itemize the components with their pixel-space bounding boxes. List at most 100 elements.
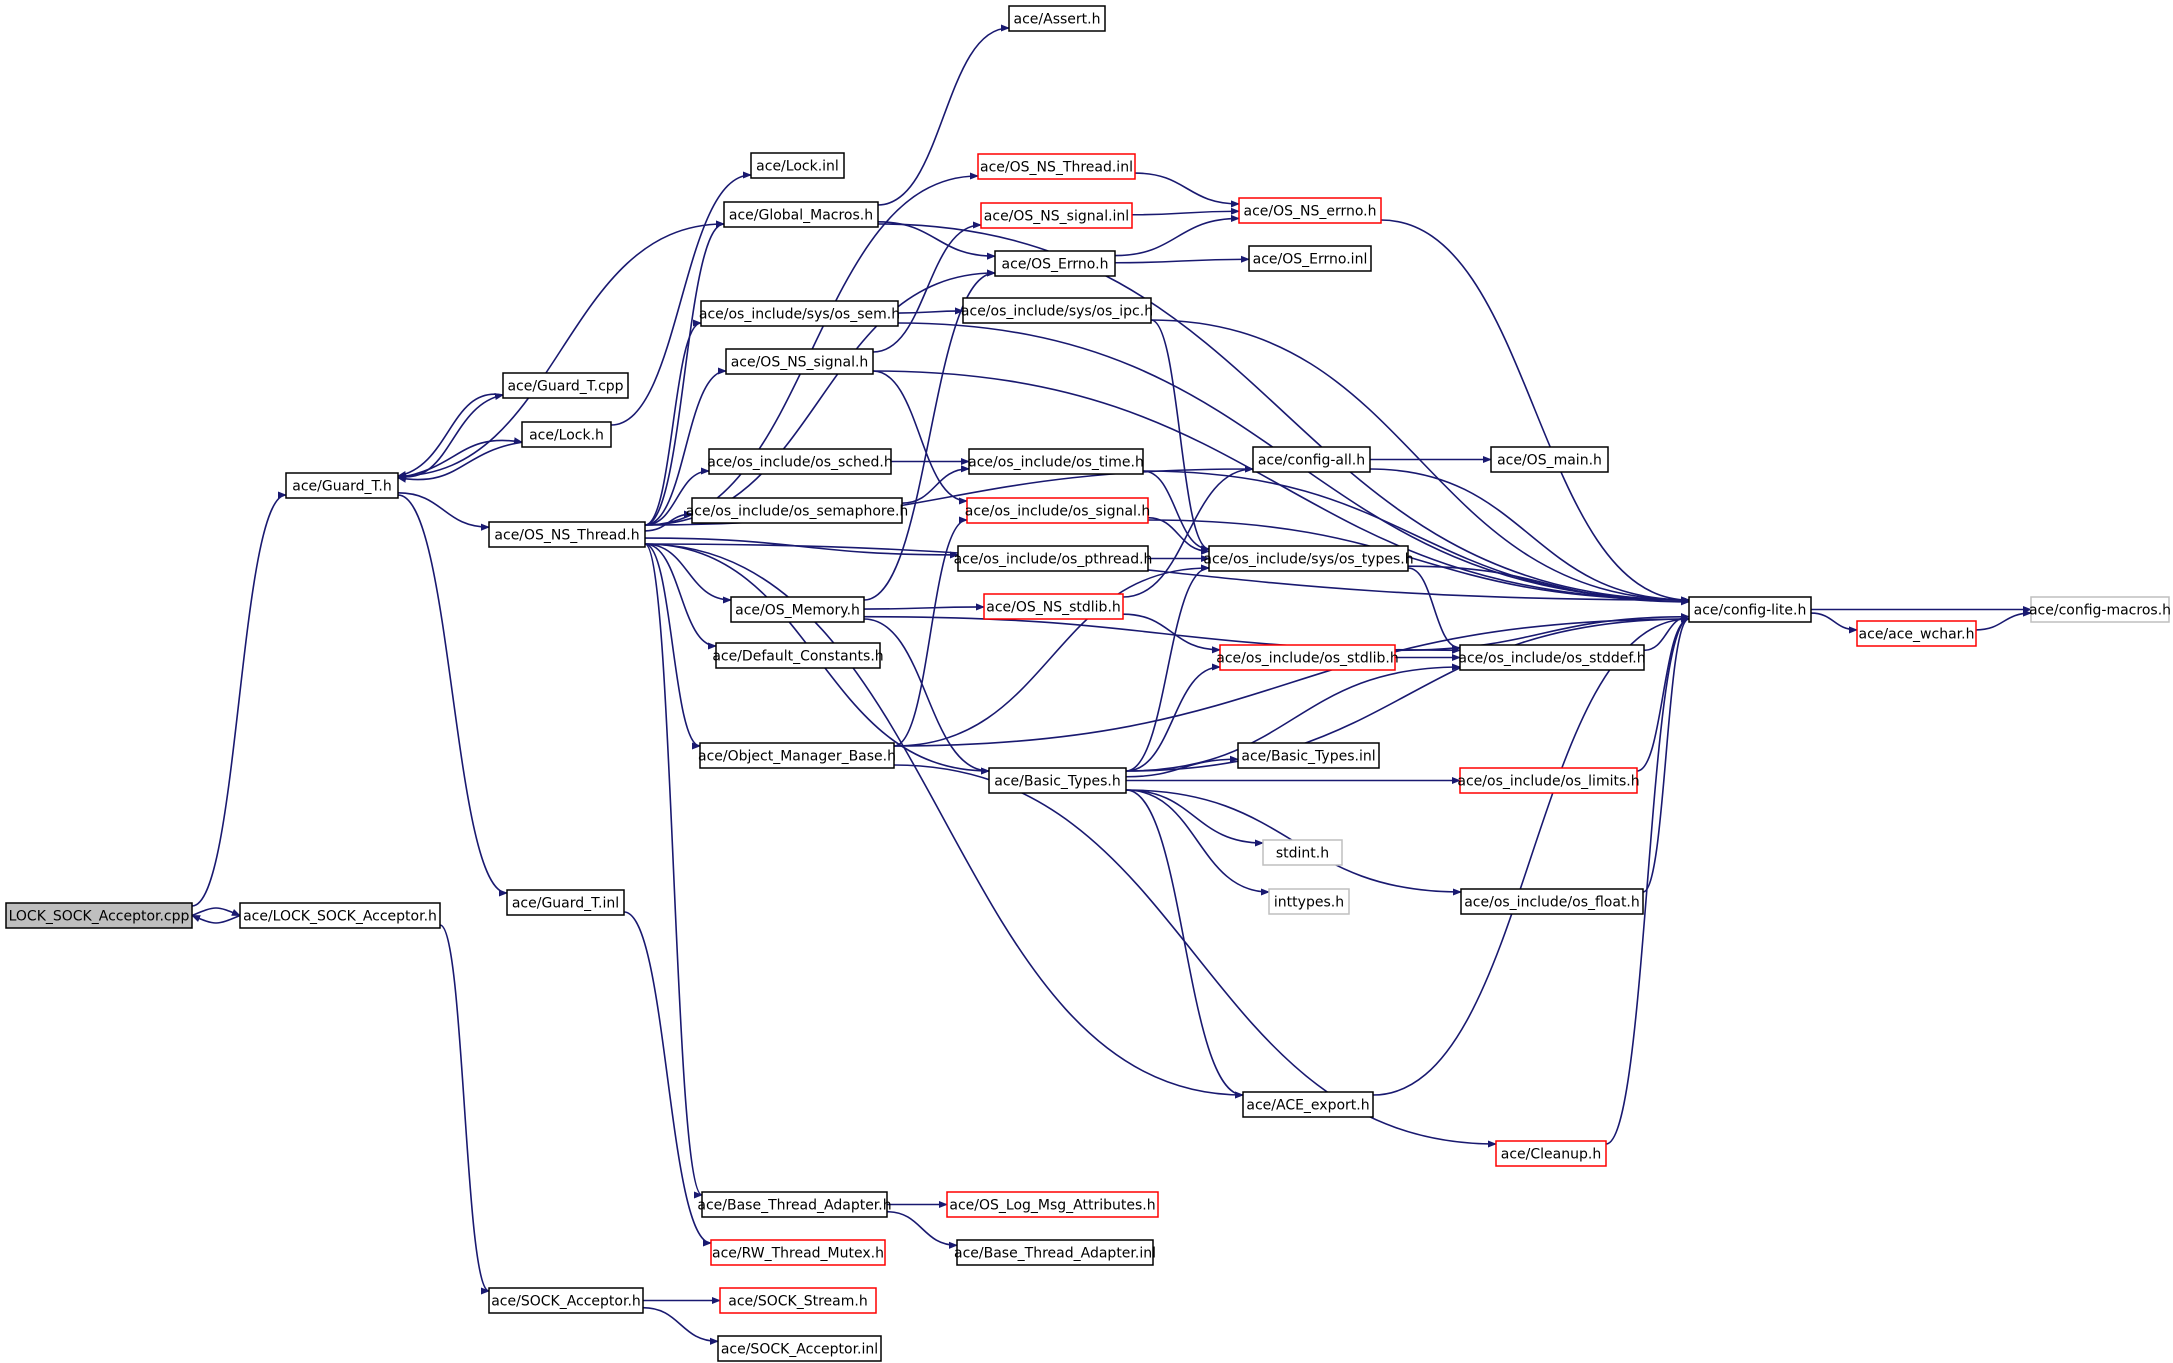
node-box: [1268, 888, 1350, 915]
node-sys-os-sem-h[interactable]: ace/os_include/sys/os_sem.h: [699, 300, 900, 327]
node-assert-h[interactable]: ace/Assert.h: [1008, 5, 1106, 32]
node-guard-t-cpp[interactable]: ace/Guard_T.cpp: [502, 372, 629, 399]
node-os-errno-inl[interactable]: ace/OS_Errno.inl: [1248, 245, 1372, 272]
node-label: inttypes.h: [1274, 895, 1344, 911]
node-sock-stream-h[interactable]: ace/SOCK_Stream.h: [719, 1287, 877, 1314]
node-object-manager-base-h[interactable]: ace/Object_Manager_Base.h: [698, 742, 896, 769]
edge-os_memory_h-to-os_ns_stdlib_h: [863, 603, 985, 611]
node-os-limits-h[interactable]: ace/os_include/os_limits.h: [1457, 767, 1640, 794]
node-lock-sock-acceptor-h[interactable]: ace/LOCK_SOCK_Acceptor.h: [239, 902, 441, 929]
node-cleanup-h[interactable]: ace/Cleanup.h: [1495, 1140, 1607, 1167]
node-rw-thread-mutex-h[interactable]: ace/RW_Thread_Mutex.h: [710, 1239, 886, 1266]
edge-os_ns_thread_h-to-ace_export_h: [644, 543, 1244, 1099]
node-label: ace/Guard_T.inl: [512, 896, 619, 912]
node-label: ace/os_include/os_stddef.h: [1458, 651, 1645, 667]
node-box: [1460, 888, 1644, 915]
node-label: ace/OS_NS_signal.h: [731, 355, 869, 371]
node-os-pthread-h[interactable]: ace/os_include/os_pthread.h: [954, 545, 1153, 572]
node-os-float-h[interactable]: ace/os_include/os_float.h: [1460, 888, 1644, 915]
node-os-signal-h[interactable]: ace/os_include/os_signal.h: [965, 497, 1151, 524]
edge-object_manager_base_h-to-config_lite_h: [893, 615, 1690, 747]
node-os-time-h[interactable]: ace/os_include/os_time.h: [968, 448, 1144, 475]
node-os-ns-signal-inl[interactable]: ace/OS_NS_signal.inl: [980, 202, 1133, 229]
edge-guard_t_inl-to-rw_thread_mutex_h: [623, 911, 712, 1247]
node-ace-export-h[interactable]: ace/ACE_export.h: [1242, 1091, 1374, 1118]
node-box: [1237, 742, 1380, 769]
node-basic-types-inl[interactable]: ace/Basic_Types.inl: [1237, 742, 1380, 769]
node-base-thread-adapter-inl[interactable]: ace/Base_Thread_Adapter.inl: [954, 1239, 1156, 1266]
edge-os_signal_h-to-config_lite_h: [1147, 519, 1690, 604]
node-os-stddef-h[interactable]: ace/os_include/os_stddef.h: [1458, 644, 1646, 671]
edge-os_ns_signal_h-to-os_signal_h: [872, 370, 968, 505]
node-label: ace/ace_wchar.h: [1859, 627, 1975, 643]
node-box: [1252, 446, 1371, 473]
node-box: [506, 889, 625, 916]
node-label: ace/OS_NS_Thread.h: [494, 528, 639, 544]
node-box: [1856, 620, 1977, 647]
node-box: [725, 348, 874, 375]
node-label: ace/os_include/os_pthread.h: [954, 552, 1153, 568]
node-box: [699, 742, 895, 769]
node-stdint-h[interactable]: stdint.h: [1262, 839, 1343, 866]
edge-guard_t_h-to-guard_t_cpp: [397, 392, 504, 478]
node-box: [988, 767, 1127, 794]
edge-os_limits_h-to-config_lite_h: [1636, 615, 1690, 772]
edge-ace_export_h-to-config_lite_h: [1372, 615, 1690, 1096]
node-default-constants-h[interactable]: ace/Default_Constants.h: [712, 642, 884, 669]
node-os-stdlib-h[interactable]: ace/os_include/os_stdlib.h: [1216, 644, 1399, 671]
node-ace-wchar-h[interactable]: ace/ace_wchar.h: [1856, 620, 1977, 647]
node-os-ns-stdlib-h[interactable]: ace/OS_NS_stdlib.h: [983, 593, 1124, 620]
edge-lock_sock_acceptor_cpp-to-guard_t_h: [191, 491, 287, 907]
node-os-main-h[interactable]: ace/OS_main.h: [1490, 446, 1609, 473]
node-os-ns-thread-inl[interactable]: ace/OS_NS_Thread.inl: [977, 153, 1136, 180]
edge-os_errno_h-to-os_errno_inl: [1114, 255, 1250, 264]
node-os-memory-h[interactable]: ace/OS_Memory.h: [730, 596, 865, 623]
node-os-semaphore-h[interactable]: ace/os_include/os_semaphore.h: [686, 497, 909, 524]
edge-config_all_h-to-config_lite_h: [1369, 468, 1690, 604]
node-label: ace/Lock.h: [529, 428, 604, 444]
node-box: [1238, 197, 1382, 224]
node-guard-t-inl[interactable]: ace/Guard_T.inl: [506, 889, 625, 916]
node-inttypes-h[interactable]: inttypes.h: [1268, 888, 1350, 915]
node-label: LOCK_SOCK_Acceptor.cpp: [9, 909, 190, 925]
node-os-errno-h[interactable]: ace/OS_Errno.h: [994, 250, 1116, 277]
node-base-thread-adapter-h[interactable]: ace/Base_Thread_Adapter.h: [697, 1191, 892, 1218]
node-sock-acceptor-inl[interactable]: ace/SOCK_Acceptor.inl: [717, 1335, 882, 1362]
node-label: ace/Global_Macros.h: [729, 208, 873, 224]
node-os-sched-h[interactable]: ace/os_include/os_sched.h: [707, 448, 893, 475]
node-global-macros-h[interactable]: ace/Global_Macros.h: [723, 201, 879, 228]
node-os-ns-thread-h[interactable]: ace/OS_NS_Thread.h: [488, 521, 646, 548]
node-box: [966, 497, 1149, 524]
node-box: [1490, 446, 1609, 473]
edge-os_stdlib_h-to-config_lite_h: [1394, 613, 1690, 652]
node-sock-acceptor-h[interactable]: ace/SOCK_Acceptor.h: [488, 1287, 644, 1314]
node-box: [502, 372, 629, 399]
node-lock-inl[interactable]: ace/Lock.inl: [750, 152, 845, 179]
node-sys-os-ipc-h[interactable]: ace/os_include/sys/os_ipc.h: [961, 297, 1153, 324]
node-label: ace/SOCK_Acceptor.h: [491, 1294, 641, 1310]
edge-object_manager_base_h-to-sys_os_types_h: [893, 564, 1210, 747]
edge-os_time_h-to-config_lite_h: [1142, 470, 1690, 604]
node-lock-sock-acceptor-cpp: LOCK_SOCK_Acceptor.cpp: [5, 902, 193, 929]
node-config-lite-h[interactable]: ace/config-lite.h: [1688, 596, 1812, 623]
node-label: ace/Object_Manager_Base.h: [698, 749, 896, 765]
node-label: ace/os_include/sys/os_ipc.h: [961, 304, 1153, 320]
node-box: [1008, 5, 1106, 32]
node-label: ace/os_include/os_float.h: [1464, 895, 1640, 911]
node-config-all-h[interactable]: ace/config-all.h: [1252, 446, 1371, 473]
node-sys-os-types-h[interactable]: ace/os_include/sys/os_types.h: [1203, 545, 1414, 572]
node-label: ace/os_include/os_sched.h: [707, 455, 892, 471]
node-box: [5, 902, 193, 929]
edge-guard_t_h-to-lock_h: [397, 437, 523, 479]
node-os-log-msg-attributes-h[interactable]: ace/OS_Log_Msg_Attributes.h: [946, 1191, 1159, 1218]
edge-basic_types_h-to-stdint_h: [1125, 789, 1264, 847]
node-guard-t-h[interactable]: ace/Guard_T.h: [285, 472, 399, 499]
edge-basic_types_h-to-os_stdlib_h: [1125, 663, 1221, 772]
node-config-macros-h[interactable]: ace/config-macros.h: [2029, 596, 2171, 623]
nodes-layer: LOCK_SOCK_Acceptor.cpp ace/LOCK_SOCK_Acce…: [5, 5, 2171, 1362]
node-os-ns-signal-h[interactable]: ace/OS_NS_signal.h: [725, 348, 874, 375]
node-lock-h[interactable]: ace/Lock.h: [521, 421, 612, 448]
node-os-ns-errno-h[interactable]: ace/OS_NS_errno.h: [1238, 197, 1382, 224]
edge-os_memory_h-to-basic_types_h: [863, 618, 990, 775]
node-basic-types-h[interactable]: ace/Basic_Types.h: [988, 767, 1127, 794]
